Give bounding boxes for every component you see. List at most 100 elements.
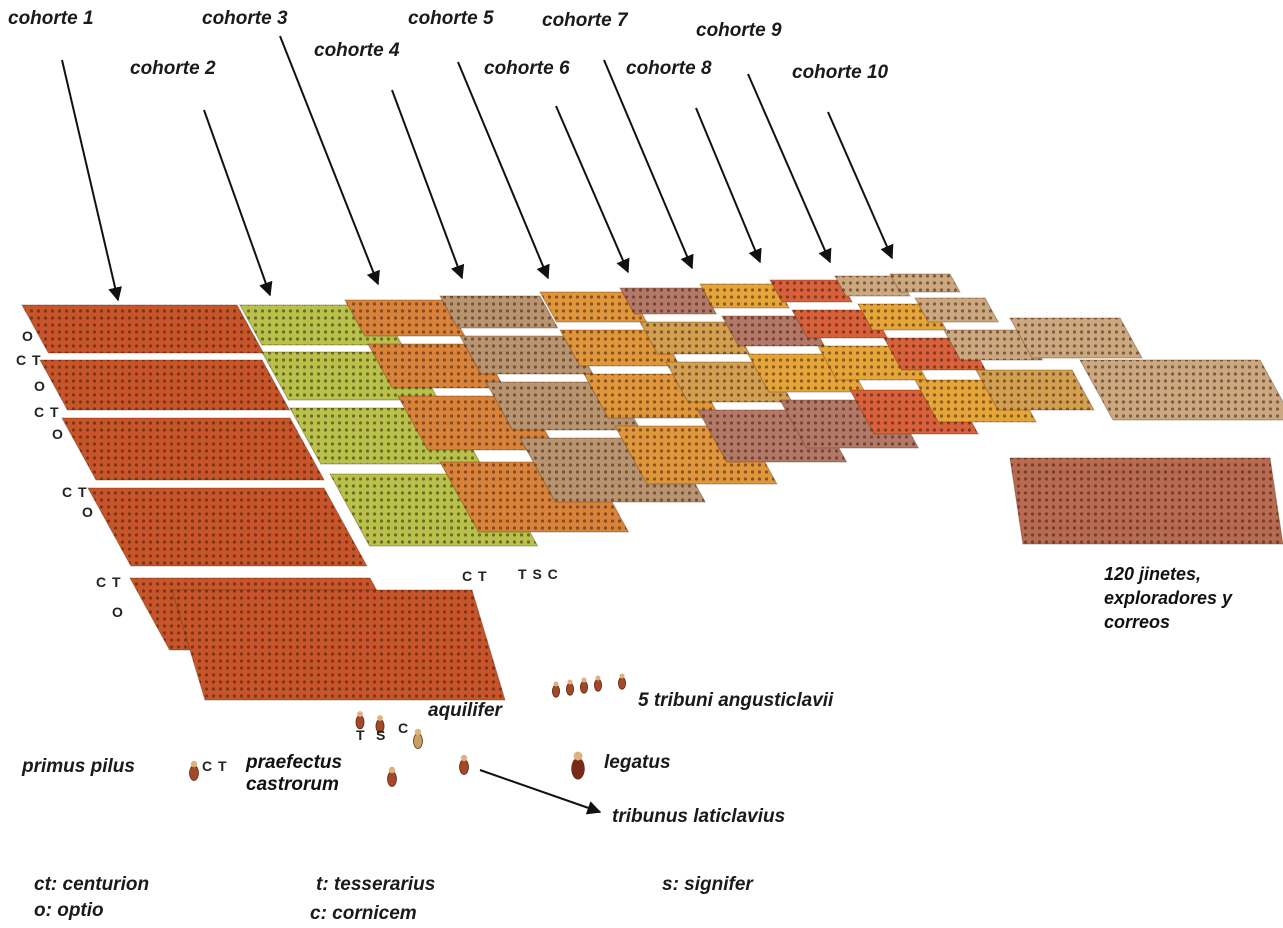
cohort-2-arrow <box>203 109 273 297</box>
legend-tesserarius: t: tesserarius <box>316 874 436 895</box>
centurion-tesserarius-marker: C T <box>16 352 42 368</box>
praefectus-label-line: praefectus <box>246 752 343 773</box>
tribunus-angusticlavius-figure <box>552 681 561 698</box>
optio-marker: O <box>52 426 64 442</box>
tribuni-angusticlavii-label: 5 tribuni angusticlavii <box>638 690 834 711</box>
cohort-8-arrow <box>695 107 762 264</box>
praefectus-label: praefectus castrorum <box>246 752 342 796</box>
primus-pilus-figure-head <box>190 760 198 768</box>
legend-optio: o: optio <box>34 900 104 921</box>
cohort-10-century-troops <box>890 274 960 292</box>
cohort-9-arrow <box>747 73 832 264</box>
tribunus-laticlavius-label: tribunus laticlavius <box>612 806 786 827</box>
cohort-1-arrow <box>61 59 122 302</box>
tribunus-angusticlavius-figure-body <box>594 678 603 692</box>
cohort-9-century-troops <box>835 276 910 296</box>
cohort-4-label: cohorte 4 <box>314 40 400 61</box>
aquilifer-figure-body <box>413 733 423 749</box>
cohort-6-label: cohorte 6 <box>484 58 570 79</box>
cohort-1-label: cohorte 1 <box>8 8 94 29</box>
optio-marker: O <box>22 328 34 344</box>
cohort-3-century-troops <box>368 344 505 388</box>
cohort-10-century-troops <box>976 370 1094 410</box>
cohort-10-arrow <box>827 111 894 260</box>
tribunus-arrow <box>479 769 602 815</box>
cohort-10-century-troops <box>1010 318 1142 358</box>
tesserarius-figure <box>355 711 365 730</box>
cavalry-caption: 120 jinetes, exploradores y correos <box>1104 562 1232 634</box>
centurion-tesserarius-marker: C T <box>202 758 228 774</box>
centurion-tesserarius-marker: C T <box>96 574 122 590</box>
cohort-5-label: cohorte 5 <box>408 8 494 29</box>
cohort-1-century-troops <box>40 360 290 410</box>
aquilifer-figure-head <box>414 728 422 736</box>
tribunus-angusticlavius-figure-head <box>595 675 601 681</box>
tribunus-angusticlavius-figure-body <box>580 680 589 694</box>
tribunus-angusticlavius-figure-body <box>566 682 575 696</box>
tribunus-laticlavius-figure-head <box>460 754 468 762</box>
cohort-6-arrow <box>555 105 630 274</box>
tribunus-angusticlavius-figure <box>618 673 627 690</box>
legatus-figure-head <box>573 751 583 761</box>
centurion-tesserarius-marker: C T <box>462 568 488 584</box>
cohort-10-century-troops <box>915 298 999 322</box>
cornicem-marker: C <box>398 720 410 736</box>
cohort-8-century-troops <box>770 280 853 302</box>
aquilifer-label: aquilifer <box>428 700 502 721</box>
legatus-figure <box>571 751 585 780</box>
cohort-1-century-troops <box>62 418 325 480</box>
tribunus-angusticlavius-figure-head <box>553 681 559 687</box>
cohort-3-label: cohorte 3 <box>202 8 288 29</box>
cohort-8-century-troops <box>792 310 888 338</box>
cohort-5-arrow <box>457 61 550 280</box>
cohort-10-century-troops <box>944 330 1043 360</box>
signifer-figure <box>375 715 385 734</box>
cohort-5-century-troops <box>540 292 647 322</box>
cohort-7-century-troops <box>700 284 790 308</box>
legend-cornicem: c: cornicem <box>310 903 417 924</box>
tribunus-angusticlavius-figure-body <box>618 676 627 690</box>
cavalry-block-troops <box>1010 458 1283 544</box>
cohort-4-arrow <box>391 89 465 280</box>
tribunus-angusticlavius-figure <box>594 675 603 692</box>
praefectus-label-line: castrorum <box>246 774 339 795</box>
tribunus-angusticlavius-figure <box>566 679 575 696</box>
cohort-7-arrow <box>603 59 694 270</box>
centurion-tesserarius-marker: C T <box>34 404 60 420</box>
tribunus-angusticlavius-figure <box>580 677 589 694</box>
cohort-1-century-troops <box>88 488 367 566</box>
cohort-2-label: cohorte 2 <box>130 58 216 79</box>
tribunus-angusticlavius-figure-head <box>581 677 587 683</box>
cohort-7-century-troops <box>722 316 825 346</box>
cohort-9-label: cohorte 9 <box>696 20 782 41</box>
cohort-8-label: cohorte 8 <box>626 58 712 79</box>
tesserarius-signifer-cornicem-marker: T S C <box>518 566 559 582</box>
cavalry-caption-line: 120 jinetes, <box>1104 564 1202 584</box>
tesserarius-marker: T <box>356 727 366 743</box>
legend-signifer: s: signifer <box>662 874 753 895</box>
tribunus-angusticlavius-figure-head <box>619 673 625 679</box>
cohort-10-century-troops <box>1080 360 1283 420</box>
praefectus-figure-body <box>387 771 397 787</box>
cohort-4-century-troops <box>460 336 593 374</box>
cohort-6-century-troops <box>640 322 750 354</box>
tesserarius-figure-head <box>357 711 363 717</box>
centurion-tesserarius-marker: C T <box>62 484 88 500</box>
legatus-label: legatus <box>604 752 671 773</box>
signifer-figure-head <box>377 715 383 721</box>
cohort-1-double-century-troops <box>172 590 505 700</box>
praefectus-figure <box>387 766 397 787</box>
cohort-3-arrow <box>279 35 380 286</box>
cavalry-caption-line: exploradores y <box>1104 588 1233 608</box>
optio-marker: O <box>34 378 46 394</box>
tribunus-angusticlavius-figure-head <box>567 679 573 685</box>
tribunus-laticlavius-figure <box>459 754 469 775</box>
cohort-6-century-troops <box>620 288 717 314</box>
primus-pilus-figure <box>189 760 199 781</box>
signifer-marker: S <box>376 727 387 743</box>
primus-pilus-figure-body <box>189 765 199 781</box>
primus-pilus-label: primus pilus <box>22 756 135 777</box>
tribunus-angusticlavius-figure-body <box>552 684 561 698</box>
